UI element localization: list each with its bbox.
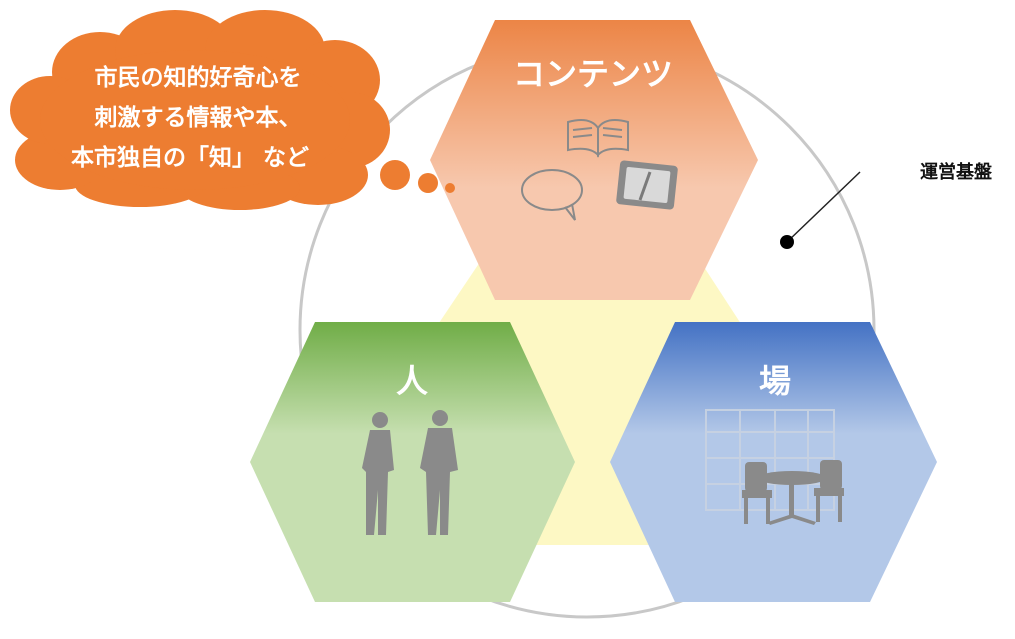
callout-foundation: 運営基盤 — [780, 161, 993, 249]
hexagon-contents-title: コンテンツ — [513, 55, 673, 93]
hexagon-people-title: 人 — [396, 362, 428, 400]
cloud-line-1: 市民の知的好奇心を — [95, 64, 302, 91]
thought-cloud: 市民の知的好奇心を 刺激する情報や本、 本市独自の「知」 など — [10, 10, 455, 210]
cloud-line-3: 本市独自の「知」 など — [71, 144, 309, 171]
thought-bubble-dots — [380, 160, 455, 193]
people-silhouette-icon — [362, 410, 458, 535]
callout-dot — [780, 235, 794, 249]
book-icon — [567, 119, 629, 158]
table-chairs-icon — [705, 409, 844, 525]
speech-bubble-icon — [521, 169, 583, 221]
tablet-icon — [616, 160, 678, 210]
hexagon-contents: コンテンツ — [430, 20, 758, 300]
hexagon-place: 場 — [610, 322, 937, 602]
hexagon-place-title: 場 — [759, 362, 791, 400]
hexagon-people: 人 — [250, 322, 575, 602]
cloud-line-2: 刺激する情報や本、 — [95, 104, 302, 131]
callout-label: 運営基盤 — [920, 161, 993, 183]
